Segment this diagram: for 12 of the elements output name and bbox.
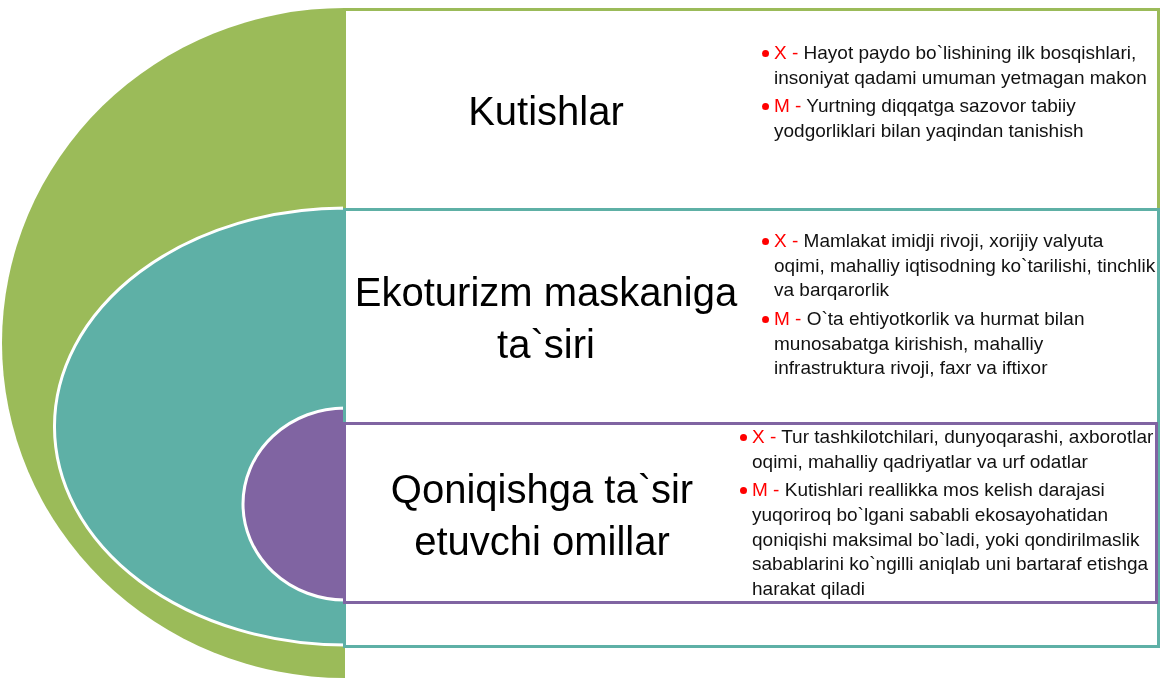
bullet-text: M - Yurtning diqqatga sazovor tabiiy yodgorliklari bilan yaqindan tanishish (774, 94, 1085, 144)
bullet-text: M - O`ta ehtiyotkorlik va hurmat bilan munosabatga kirishish, mahalliy infrastruktura rivoji, faxr va iftixor (774, 307, 1086, 381)
section-panel (343, 422, 1158, 604)
heading: Qoniqishga ta`sir etuvchi omillar (389, 466, 695, 565)
bullet-text: X - Tur tashkilotchilari, dunyoqarashi, axborotlar oqimi, mahalliy qadriyatlar va urf odatlar (752, 425, 1155, 474)
section-panel (343, 8, 1160, 648)
bullet-text: X - Mamlakat imidji rivoji, xorijiy valyuta oqimi, mahalliy iqtisodning ko`tarilishi, tinchlik va barqarorlik (774, 229, 1157, 303)
heading: Kutishlar (467, 88, 625, 135)
bullet-text: X - Hayot paydo bo`lishining ilk bosqishlari, insoniyat qadami umuman yetmagan makon (774, 41, 1148, 90)
heading: Ekoturizm maskaniga ta`siri (353, 269, 739, 368)
bullet-text: M - Kutishlari reallikka mos kelish darajasi yuqoriroq bo`lgani sababli ekosayohatidan qoniqishi maksimal bo`ladi, yoki qondirilmaslik sabablarini ko`ngilli aniqlab uni bartaraf etishga harakat qiladi (752, 478, 1150, 602)
section-panel (343, 208, 1160, 648)
